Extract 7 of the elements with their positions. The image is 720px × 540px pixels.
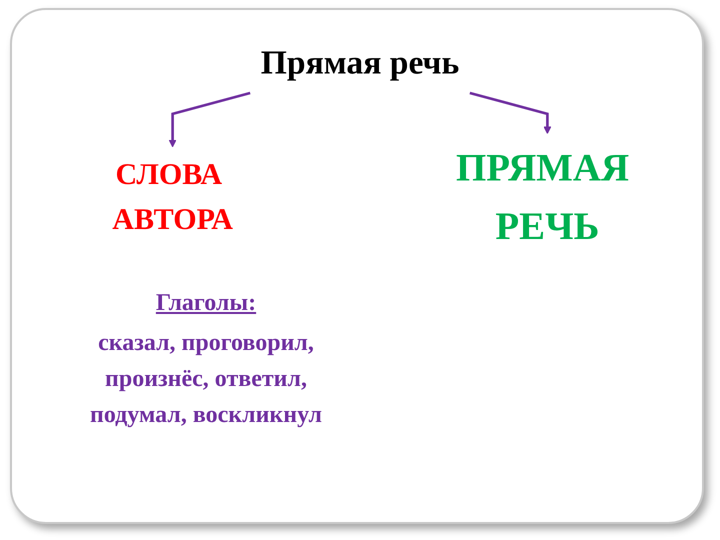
arrow (168, 92, 250, 148)
node-text: ПРЯМАЯ РЕЧЬ (456, 146, 630, 248)
list-heading: Глаголы: (156, 290, 256, 317)
node-text: СЛОВА АВТОРА (112, 158, 233, 236)
verb-list: сказал, проговорил, произнёс, ответил, подумал, воскликнул (88, 325, 324, 433)
node-text: Прямая речь (260, 44, 460, 82)
arrow (470, 92, 552, 134)
